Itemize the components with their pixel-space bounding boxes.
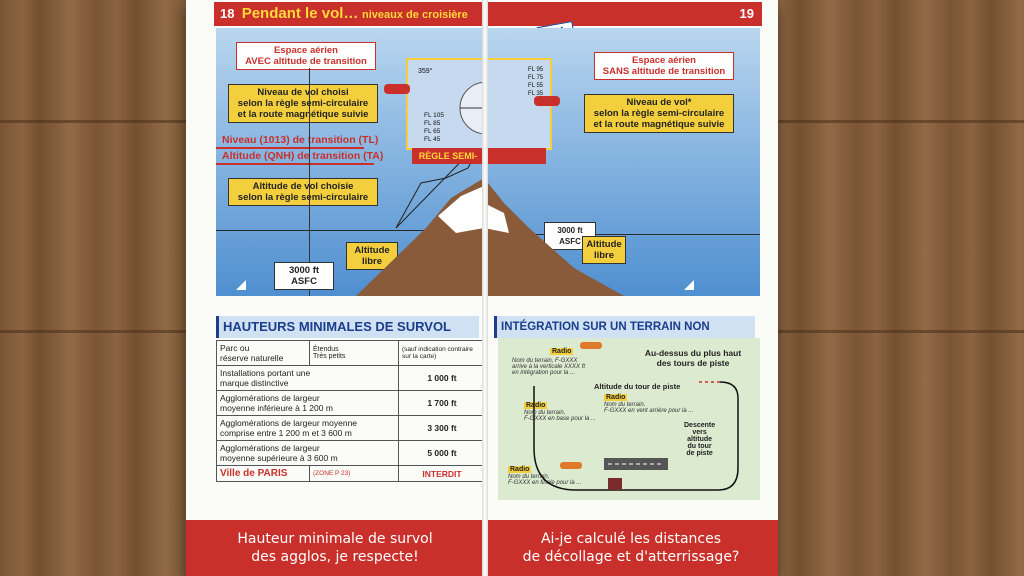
niveau-vol-box: Niveau de vol* selon la règle semi-circu… [584, 94, 734, 133]
hangar [608, 478, 622, 490]
section-hauteurs: HAUTEURS MINIMALES DE SURVOL [216, 316, 479, 338]
table-row: Agglomérations de largeur moyenne supéri… [216, 440, 484, 466]
snow-cap [438, 186, 484, 233]
table-row: Parc ou réserve naturelle Étendus Très p… [216, 340, 484, 366]
compass-rose-icon [459, 81, 484, 135]
descente-label: Descente vers altitude du tour de piste [684, 422, 716, 457]
page-number: 18 [220, 6, 235, 21]
asfc-line [216, 230, 424, 231]
altitude-tour-label: Altitude du tour de piste [594, 382, 681, 391]
airplane-icon [560, 462, 582, 469]
asfc-label: 3000 ft ASFC [274, 262, 334, 290]
fl-list-right: FL 95 FL 75 FL 55 FL 35 [528, 67, 544, 97]
table-row: Agglomérations de largeur moyenne inféri… [216, 390, 484, 416]
altitude-libre-box: Altitude libre [582, 236, 626, 264]
right-page-header: 19 [484, 2, 762, 26]
table-row: Ville de PARIS (ZONE P 23) INTERDIT [216, 465, 484, 482]
radio-message: Nom du terrain, F-GXXX en base pour la .… [524, 410, 597, 422]
left-page-header: 18 Pendant le vol… niveaux de croisière … [214, 2, 484, 46]
asfc-line [524, 234, 760, 235]
section-integration: INTÉGRATION SUR UN TERRAIN NON CONTRÔLÉ [494, 316, 755, 355]
booklet-spine [482, 0, 488, 576]
regle-banner [484, 148, 546, 164]
altitude-diagram-right: Espace aérien SANS altitude de transitio… [484, 28, 760, 296]
au-dessus-label: Au-dessus du plus haut des tours de pist… [644, 348, 742, 368]
mountain-shape [484, 178, 624, 296]
espace-sans-box: Espace aérien SANS altitude de transitio… [594, 52, 734, 80]
sailboat-icon [684, 280, 694, 290]
sailboat-icon [236, 280, 246, 290]
right-footer: Ai-je calculé les distances de décollage… [484, 520, 778, 576]
espace-avec-box: Espace aérien AVEC altitude de transitio… [236, 42, 376, 70]
altitude-transition-label: Altitude (QNH) de transition (TA) [222, 150, 384, 162]
radio-tag: Radio [524, 402, 548, 409]
radio-tag: Radio [550, 348, 574, 355]
airplane-icon [534, 96, 560, 106]
fl-list-left: FL 105 FL 85 FL 65 FL 45 [424, 112, 444, 143]
altitude-diagram-left: Espace aérien AVEC altitude de transitio… [216, 28, 484, 296]
niveau-transition-label: Niveau (1013) de transition (TL) [222, 134, 379, 146]
transition-line [216, 147, 364, 149]
niveau-choisi-box: Niveau de vol choisi selon la règle semi… [228, 84, 378, 123]
table-row: Installations portant une marque distinc… [216, 365, 484, 391]
right-page: 19 FFA Espace aérien SANS altitude de tr… [484, 0, 778, 576]
snow-cap [484, 203, 509, 233]
page-number: 19 [739, 6, 754, 21]
airplane-icon [580, 342, 602, 349]
table-row: Agglomérations de largeur moyenne compri… [216, 415, 484, 441]
header-title: Pendant le vol… [241, 5, 359, 22]
radio-tag: Radio [604, 394, 628, 401]
terrain-illustration [484, 178, 694, 296]
hauteurs-table: Parc ou réserve naturelle Étendus Très p… [216, 340, 484, 482]
altitude-choisie-box: Altitude de vol choisie selon la règle s… [228, 178, 378, 206]
regle-banner: RÈGLE SEMI-CIRCULAIRE [412, 148, 484, 164]
compass-panel: FL 95 FL 75 FL 55 FL 35 [484, 58, 560, 150]
radio-tag: Radio [508, 466, 532, 473]
compass-panel: 359° FL 105 FL 85 FL 65 FL 45 [384, 58, 484, 150]
radio-message: Nom du terrain, F-GXXX en vent arrière p… [604, 402, 694, 414]
airplane-icon [384, 84, 410, 94]
left-page: 18 Pendant le vol… niveaux de croisière … [186, 0, 484, 576]
booklet: 18 Pendant le vol… niveaux de croisière … [186, 0, 778, 576]
terrain-illustration [236, 137, 484, 296]
traffic-pattern [533, 381, 739, 491]
left-footer: Hauteur minimale de survol des agglos, j… [186, 520, 484, 576]
radio-message: Nom du terrain, F-GXXX arrive à la verti… [512, 358, 586, 376]
height-axis [309, 68, 310, 296]
circuit-diagram: Radio Nom du terrain, F-GXXX arrive à la… [498, 338, 760, 500]
transition-line [216, 163, 374, 165]
circuit-path [533, 381, 739, 491]
compass-359: 359° [418, 68, 433, 75]
